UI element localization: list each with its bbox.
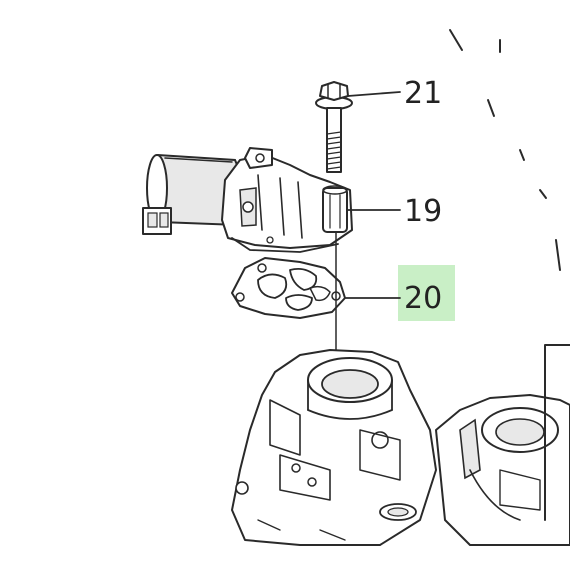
leader-lines — [345, 91, 401, 299]
callout-label-21[interactable]: 21 — [404, 76, 442, 111]
gasket-part[interactable] — [231, 257, 346, 319]
callout-label-19[interactable]: 19 — [404, 194, 442, 229]
background-sketch-lines — [449, 29, 561, 271]
callout-20-highlight — [398, 265, 455, 321]
solenoid-valve-part[interactable] — [142, 147, 353, 253]
bolt-part[interactable] — [315, 81, 353, 173]
engine-block-part — [231, 344, 570, 546]
callout-label-20[interactable]: 20 — [404, 281, 442, 316]
leader-line-21 — [347, 91, 401, 97]
